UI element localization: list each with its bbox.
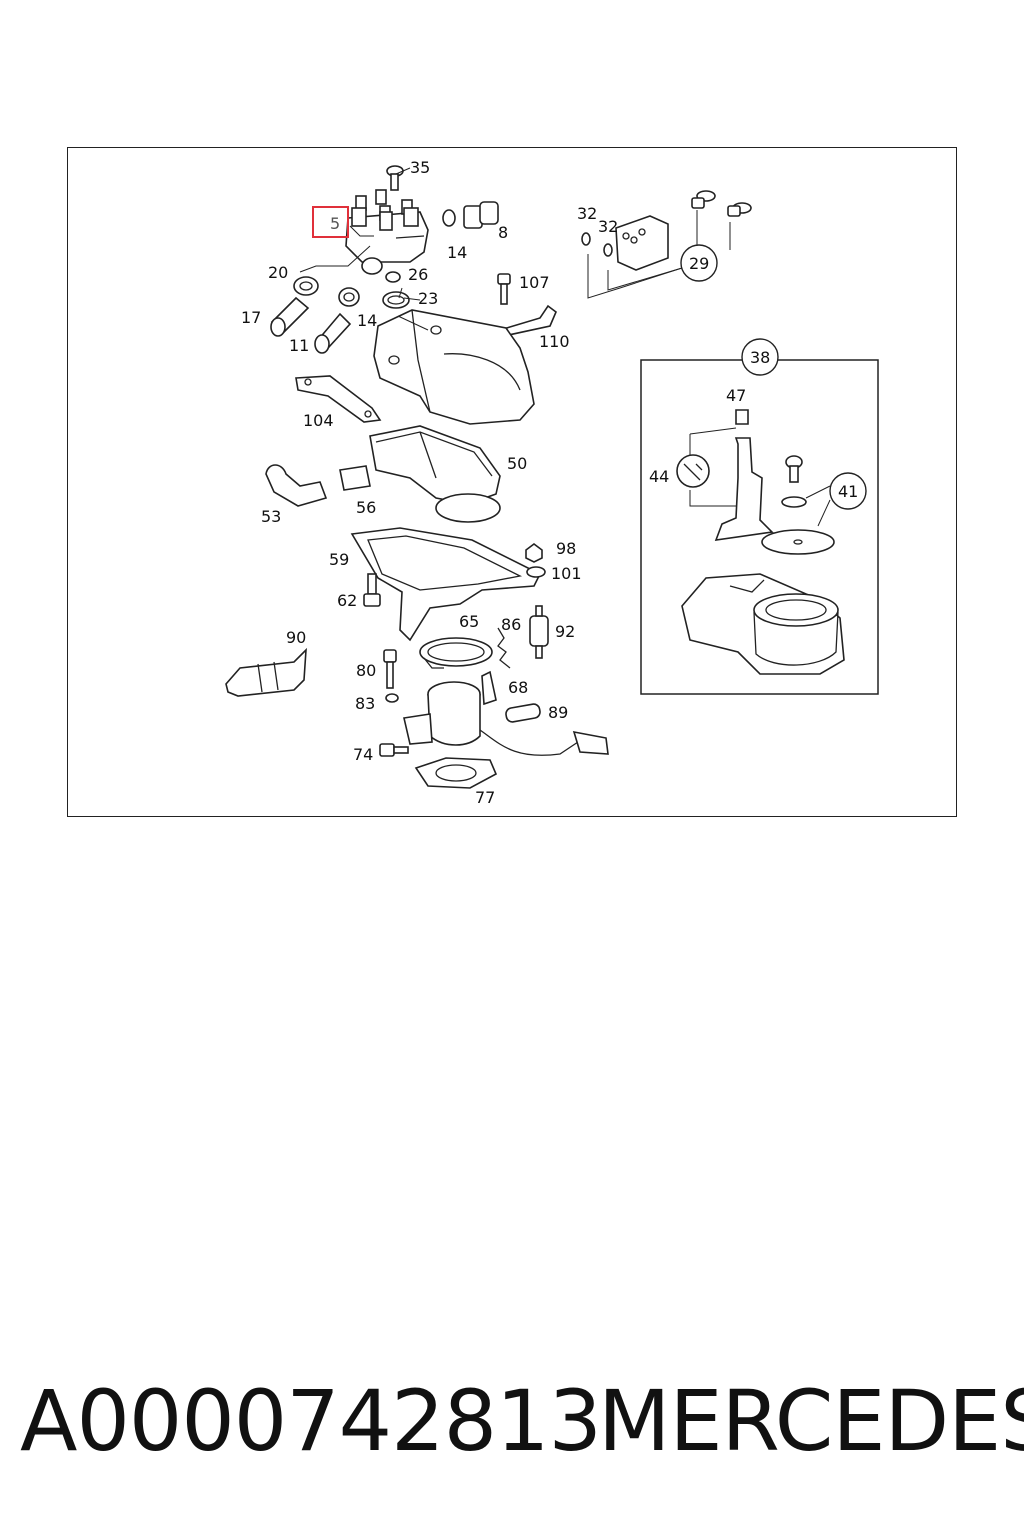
callout-32-b: 32 <box>598 217 618 236</box>
seal-ring-parts <box>270 271 410 354</box>
callout-circle-38 <box>741 338 779 376</box>
callout-86: 86 <box>501 615 521 634</box>
callout-104: 104 <box>303 411 334 430</box>
callout-44: 44 <box>649 467 669 486</box>
callout-62: 62 <box>337 591 357 610</box>
callout-20: 20 <box>268 263 288 282</box>
callout-98: 98 <box>556 539 576 558</box>
clamp-part <box>419 605 549 669</box>
highlight-box-part-5 <box>312 206 349 238</box>
fuel-distributor-part <box>345 189 429 275</box>
throttle-body-part <box>403 670 609 789</box>
callout-83: 83 <box>355 694 375 713</box>
fitting-part <box>442 201 499 229</box>
callout-77: 77 <box>475 788 495 807</box>
callout-101: 101 <box>551 564 582 583</box>
callout-circle-41 <box>829 472 867 510</box>
callout-89: 89 <box>548 703 568 722</box>
callout-90: 90 <box>286 628 306 647</box>
callout-59: 59 <box>329 550 349 569</box>
callout-110: 110 <box>539 332 570 351</box>
callout-14-top: 14 <box>447 243 467 262</box>
fastener-parts <box>363 543 546 607</box>
air-housing-part <box>373 309 535 425</box>
part-number: A0000742813 <box>20 1372 602 1470</box>
callout-17: 17 <box>241 308 261 327</box>
intake-bellows-part <box>369 425 501 523</box>
callout-14-left: 14 <box>357 311 377 330</box>
callout-65: 65 <box>459 612 479 631</box>
screw-part <box>386 165 404 191</box>
gasket-strip-part <box>295 375 382 423</box>
callout-26: 26 <box>408 265 428 284</box>
diagram-frame <box>67 147 957 817</box>
brand-name: MERCEDES <box>598 1372 1024 1470</box>
callout-32-a: 32 <box>577 204 597 223</box>
callout-8: 8 <box>498 223 508 242</box>
inset-parts <box>676 409 845 675</box>
valve-block-part <box>581 190 752 271</box>
callout-circle-29 <box>680 244 718 282</box>
callout-11: 11 <box>289 336 309 355</box>
bolt-parts <box>379 649 409 757</box>
callout-53: 53 <box>261 507 281 526</box>
base-gasket-part <box>350 527 542 642</box>
callout-80: 80 <box>356 661 376 680</box>
callout-41: 41 <box>838 482 858 501</box>
callout-107: 107 <box>519 273 550 292</box>
callout-29: 29 <box>689 254 709 273</box>
callout-35: 35 <box>410 158 430 177</box>
hose-part <box>265 464 371 507</box>
callout-5: 5 <box>330 214 340 233</box>
callout-56: 56 <box>356 498 376 517</box>
callout-47: 47 <box>726 386 746 405</box>
callout-38: 38 <box>750 348 770 367</box>
callout-68: 68 <box>508 678 528 697</box>
leader-lines <box>299 167 831 527</box>
callout-23: 23 <box>418 289 438 308</box>
callout-74: 74 <box>353 745 373 764</box>
cover-cap-part <box>225 647 307 697</box>
callout-50: 50 <box>507 454 527 473</box>
callout-92: 92 <box>555 622 575 641</box>
